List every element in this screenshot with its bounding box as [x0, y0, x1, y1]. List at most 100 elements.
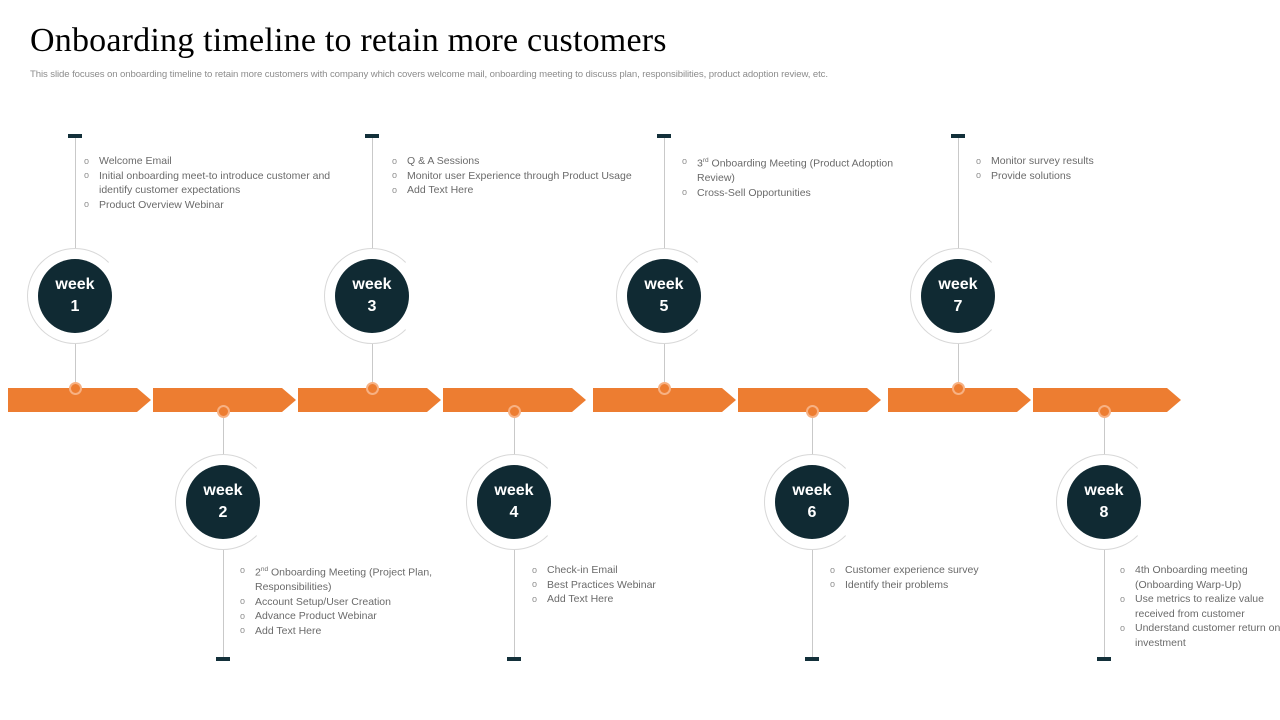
node-connector-to-text [75, 136, 76, 248]
week-circle-number: 6 [807, 504, 817, 521]
list-item: Q & A Sessions [390, 154, 640, 169]
list-item: Monitor user Experience through Product … [390, 168, 640, 183]
timeline-dot-6[interactable] [805, 405, 819, 418]
node-end-tick [1097, 657, 1111, 661]
week-circle-number: 2 [218, 504, 228, 521]
list-item: Check-in Email [530, 563, 760, 578]
node-connector-to-bar [514, 412, 515, 454]
week-circle-3[interactable]: week 3 [335, 259, 409, 333]
node-end-tick [365, 134, 379, 138]
week-circle-label: week [352, 276, 392, 294]
bullet-list-week-5: 3rd Onboarding Meeting (Product Adoption… [680, 154, 930, 201]
week-circle-label: week [55, 276, 95, 294]
list-item: 4th Onboarding meeting (Onboarding Warp-… [1118, 562, 1280, 592]
list-item: Account Setup/User Creation [238, 594, 488, 609]
node-end-tick [507, 657, 521, 661]
list-item: Add Text Here [530, 592, 760, 607]
list-item: Advance Product Webinar [238, 609, 488, 624]
week-circle-2[interactable]: week 2 [186, 465, 260, 539]
node-connector-to-text [372, 136, 373, 248]
bullet-list-week-3: Q & A SessionsMonitor user Experience th… [390, 154, 640, 198]
week-circle-8[interactable]: week 8 [1067, 465, 1141, 539]
timeline-dot-5[interactable] [657, 382, 671, 395]
bullet-list: 4th Onboarding meeting (Onboarding Warp-… [1118, 562, 1280, 651]
node-connector-to-bar [664, 344, 665, 388]
node-arc-ring [324, 248, 420, 344]
list-item: Monitor survey results [974, 154, 1214, 169]
week-circle-number: 8 [1099, 504, 1109, 521]
week-circle-1[interactable]: week 1 [38, 259, 112, 333]
timeline-dot-4[interactable] [507, 405, 521, 418]
list-item: 3rd Onboarding Meeting (Product Adoption… [680, 154, 930, 186]
node-connector-to-text [223, 550, 224, 659]
list-item: Understand customer return on investment [1118, 621, 1280, 650]
node-arc-ring [910, 248, 1006, 344]
node-connector-to-bar [75, 344, 76, 388]
week-circle-5[interactable]: week 5 [627, 259, 701, 333]
week-circle-number: 1 [70, 298, 80, 315]
list-item: Best Practices Webinar [530, 577, 760, 592]
list-item: Add Text Here [390, 183, 640, 198]
week-circle-number: 7 [953, 298, 963, 315]
node-end-tick [951, 134, 965, 138]
list-item: Provide solutions [974, 168, 1214, 183]
timeline-dot-7[interactable] [951, 382, 965, 395]
timeline-dot-3[interactable] [365, 382, 379, 395]
list-item: Welcome Email [82, 154, 332, 169]
node-arc-ring [175, 454, 271, 550]
week-circle-label: week [494, 482, 534, 500]
page-subtitle: This slide focuses on onboarding timelin… [30, 69, 828, 80]
bullet-list-week-1: Welcome EmailInitial onboarding meet-to … [82, 154, 332, 213]
bullet-list-week-7: Monitor survey resultsProvide solutions [974, 154, 1214, 184]
node-end-tick [805, 657, 819, 661]
list-item: Use metrics to realize value received fr… [1118, 592, 1280, 621]
timeline-dot-1[interactable] [68, 382, 82, 395]
node-arc-ring [616, 248, 712, 344]
node-connector-to-text [664, 136, 665, 248]
list-item: Product Overview Webinar [82, 197, 332, 212]
bullet-list: Q & A SessionsMonitor user Experience th… [390, 154, 640, 198]
page-title: Onboarding timeline to retain more custo… [30, 22, 667, 59]
node-end-tick [216, 657, 230, 661]
timeline-dot-2[interactable] [216, 405, 230, 418]
node-end-tick [657, 134, 671, 138]
week-circle-label: week [792, 482, 832, 500]
bullet-list: Check-in EmailBest Practices WebinarAdd … [530, 563, 760, 607]
node-arc-ring [1056, 454, 1152, 550]
timeline-dot-8[interactable] [1097, 405, 1111, 418]
week-circle-label: week [938, 276, 978, 294]
week-circle-label: week [203, 482, 243, 500]
week-circle-label: week [1084, 482, 1124, 500]
week-circle-7[interactable]: week 7 [921, 259, 995, 333]
node-connector-to-bar [223, 412, 224, 454]
list-item: Identify their problems [828, 577, 1008, 592]
node-arc-ring [764, 454, 860, 550]
bullet-list-week-4: Check-in EmailBest Practices WebinarAdd … [530, 563, 760, 607]
week-circle-label: week [644, 276, 684, 294]
node-connector-to-text [958, 136, 959, 248]
week-circle-number: 3 [367, 298, 377, 315]
bullet-list: Customer experience surveyIdentify their… [828, 563, 1008, 593]
node-arc-ring [466, 454, 562, 550]
node-end-tick [68, 134, 82, 138]
bullet-list: 2nd Onboarding Meeting (Project Plan, Re… [238, 563, 488, 639]
bullet-list: Monitor survey resultsProvide solutions [974, 154, 1214, 184]
list-item: Cross-Sell Opportunities [680, 185, 930, 200]
node-connector-to-bar [812, 412, 813, 454]
bullet-list: Welcome EmailInitial onboarding meet-to … [82, 154, 332, 213]
list-item: 2nd Onboarding Meeting (Project Plan, Re… [238, 563, 488, 595]
node-connector-to-bar [1104, 412, 1105, 454]
node-connector-to-text [1104, 550, 1105, 659]
week-circle-6[interactable]: week 6 [775, 465, 849, 539]
list-item: Initial onboarding meet-to introduce cus… [82, 168, 332, 198]
node-connector-to-text [514, 550, 515, 659]
bullet-list-week-8: 4th Onboarding meeting (Onboarding Warp-… [1118, 562, 1280, 651]
node-connector-to-bar [958, 344, 959, 388]
bullet-list: 3rd Onboarding Meeting (Product Adoption… [680, 154, 930, 201]
list-item: Add Text Here [238, 623, 488, 638]
week-circle-4[interactable]: week 4 [477, 465, 551, 539]
bullet-list-week-6: Customer experience surveyIdentify their… [828, 563, 1008, 593]
week-circle-number: 4 [509, 504, 519, 521]
list-item: Customer experience survey [828, 563, 1008, 578]
week-circle-number: 5 [659, 298, 669, 315]
